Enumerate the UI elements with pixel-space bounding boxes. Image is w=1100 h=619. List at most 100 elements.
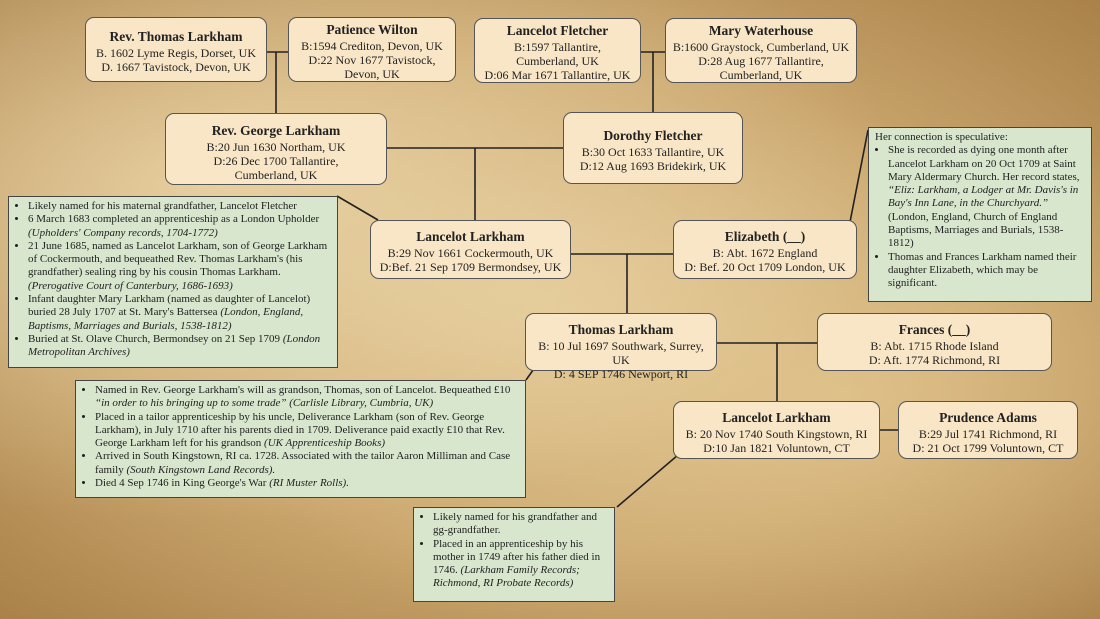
- note-item: Placed in a tailor apprenticeship by his…: [95, 411, 519, 451]
- note-item: She is recorded as dying one month after…: [888, 144, 1085, 250]
- note-text: 6 March 1683 completed an apprenticeship…: [28, 213, 320, 226]
- note-text: Placed in a tailor apprenticeship by his…: [95, 410, 505, 450]
- person-detail: D: 21 Oct 1799 Voluntown, CT: [912, 441, 1064, 455]
- note-thomas-larkham: Named in Rev. George Larkham's will as g…: [75, 380, 526, 498]
- person-name: Lancelot Fletcher: [506, 23, 609, 38]
- note-citation: (Upholders' Company records, 1704-1772): [28, 226, 218, 239]
- person-detail: D:22 Nov 1677 Tavistock,: [308, 53, 436, 67]
- note-citation: (London Metropolitan Archives): [28, 332, 321, 359]
- note-item: Arrived in South Kingstown, RI ca. 1728.…: [95, 450, 519, 477]
- person-detail: D: Bef. 20 Oct 1709 London, UK: [684, 260, 846, 274]
- person-name: Rev. George Larkham: [211, 123, 341, 138]
- person-name: Thomas Larkham: [568, 322, 674, 337]
- person-detail: D: Aft. 1774 Richmond, RI: [868, 353, 1001, 367]
- note-text: She is recorded as dying one month after…: [888, 144, 1080, 183]
- person-detail: B:29 Jul 1741 Richmond, RI: [918, 427, 1058, 441]
- person-detail: D:06 Mar 1671 Tallantire, UK: [484, 68, 631, 82]
- person-detail: D:10 Jan 1821 Voluntown, CT: [703, 441, 850, 455]
- note-citation: “in order to his bringing up to some tra…: [95, 397, 434, 410]
- pointer-elizabeth-note: [849, 129, 869, 223]
- note-citation: (London, England, Baptisms, Marriages an…: [28, 306, 304, 332]
- person-detail: D. 1667 Tavistock, Devon, UK: [101, 60, 251, 74]
- note-text: Thomas and Frances Larkham named their d…: [888, 250, 1077, 290]
- person-rev-thomas-larkham: Rev. Thomas Larkham B. 1602 Lyme Regis, D…: [85, 17, 267, 82]
- note-item: Named in Rev. George Larkham's will as g…: [95, 384, 519, 411]
- note-text: 21 June 1685, named as Lancelot Larkham,…: [28, 239, 328, 279]
- note-text: Placed in an apprenticeship by his mothe…: [433, 537, 601, 577]
- note-text: Infant daughter Mary Larkham (named as d…: [28, 293, 311, 319]
- note-list: Named in Rev. George Larkham's will as g…: [82, 384, 519, 490]
- person-detail: D:28 Aug 1677 Tallantire,: [698, 54, 824, 68]
- note-item: Placed in an apprenticeship by his mothe…: [433, 538, 608, 591]
- note-item: Buried at St. Olave Church, Bermondsey o…: [28, 333, 331, 360]
- person-detail: Cumberland, UK: [234, 168, 318, 182]
- note-item: Likely named for his maternal grandfathe…: [28, 200, 331, 213]
- note-item: 21 June 1685, named as Lancelot Larkham,…: [28, 240, 331, 293]
- person-detail: B:29 Nov 1661 Cockermouth, UK: [387, 246, 554, 260]
- note-text: Buried at St. Olave Church, Bermondsey o…: [28, 332, 283, 345]
- note-text: (London, England, Church of England Bapt…: [888, 210, 1064, 250]
- note-citation: (UK Apprenticeship Books): [264, 437, 386, 450]
- person-name: Lancelot Larkham: [416, 229, 525, 244]
- note-list: She is recorded as dying one month after…: [875, 144, 1085, 290]
- person-thomas-larkham-1697: Thomas Larkham B: 10 Jul 1697 Southwark, …: [525, 313, 717, 381]
- person-detail: D: 4 SEP 1746 Newport, RI: [553, 367, 689, 381]
- person-detail: D:Bef. 21 Sep 1709 Bermondsey, UK: [379, 260, 562, 274]
- person-detail: D:12 Aug 1693 Bridekirk, UK: [579, 159, 727, 173]
- person-detail: B: Abt. 1715 Rhode Island: [870, 339, 999, 353]
- person-name: Rev. Thomas Larkham: [109, 29, 243, 44]
- person-detail: D:26 Dec 1700 Tallantire,: [213, 154, 339, 168]
- note-citation: (South Kingstown Land Records).: [126, 463, 276, 476]
- person-detail: B:1594 Crediton, Devon, UK: [301, 39, 443, 53]
- note-intro: Her connection is speculative:: [875, 131, 1008, 143]
- person-detail: Devon, UK: [344, 67, 400, 81]
- person-name: Patience Wilton: [326, 22, 418, 37]
- person-name: Lancelot Larkham: [722, 410, 831, 425]
- note-text: Died 4 Sep 1746 in King George's War: [95, 477, 270, 490]
- note-citation: (Prerogative Court of Canterbury, 1686-1…: [28, 279, 233, 292]
- note-text: Named in Rev. George Larkham's will as g…: [95, 384, 511, 396]
- note-text: Arrived in South Kingstown, RI ca. 1728.…: [95, 450, 511, 476]
- person-name: Frances (__): [898, 322, 971, 337]
- note-text: Likely named for his maternal grandfathe…: [28, 200, 297, 212]
- note-citation: (Larkham Family Records; Richmond, RI Pr…: [433, 564, 580, 590]
- person-name: Dorothy Fletcher: [603, 128, 703, 143]
- person-name: Elizabeth (__): [724, 229, 806, 244]
- pointer-lancelot-note: [336, 195, 379, 221]
- person-detail: B. 1602 Lyme Regis, Dorset, UK: [96, 46, 256, 60]
- person-detail: B:30 Oct 1633 Tallantire, UK: [581, 145, 725, 159]
- person-name: Mary Waterhouse: [708, 23, 814, 38]
- note-text: Likely named for his grandfather and gg-…: [433, 511, 598, 537]
- note-item: Infant daughter Mary Larkham (named as d…: [28, 293, 331, 333]
- person-lancelot-larkham-1740: Lancelot Larkham B: 20 Nov 1740 South Kin…: [673, 401, 880, 459]
- note-item: Likely named for his grandfather and gg-…: [433, 511, 608, 538]
- note-item: Thomas and Frances Larkham named their d…: [888, 251, 1085, 291]
- person-name: Prudence Adams: [939, 410, 1037, 425]
- person-detail: Cumberland, UK: [516, 54, 599, 68]
- note-list: Likely named for his grandfather and gg-…: [420, 511, 608, 591]
- person-detail: Cumberland, UK: [719, 68, 803, 82]
- note-citation: “Eliz: Larkham, a Lodger at Mr. Davis's …: [888, 184, 1079, 210]
- person-detail: B: 20 Nov 1740 South Kingstown, RI: [685, 427, 868, 441]
- note-list: Likely named for his maternal grandfathe…: [15, 200, 331, 360]
- note-lancelot-larkham: Likely named for his maternal grandfathe…: [8, 196, 338, 368]
- note-elizabeth: Her connection is speculative:She is rec…: [868, 127, 1092, 302]
- person-detail: B:20 Jun 1630 Northam, UK: [206, 140, 346, 154]
- person-detail: B: Abt. 1672 England: [712, 246, 818, 260]
- pointer-lancelot-j-note: [616, 454, 679, 508]
- person-detail: B: 10 Jul 1697 Southwark, Surrey, UK: [538, 339, 704, 367]
- note-item: 6 March 1683 completed an apprenticeship…: [28, 213, 331, 240]
- person-detail: B:1597 Tallantire,: [514, 40, 601, 54]
- note-citation: (RI Muster Rolls).: [269, 477, 349, 490]
- person-detail: B:1600 Graystock, Cumberland, UK: [672, 40, 850, 54]
- note-item: Died 4 Sep 1746 in King George's War (RI…: [95, 477, 519, 490]
